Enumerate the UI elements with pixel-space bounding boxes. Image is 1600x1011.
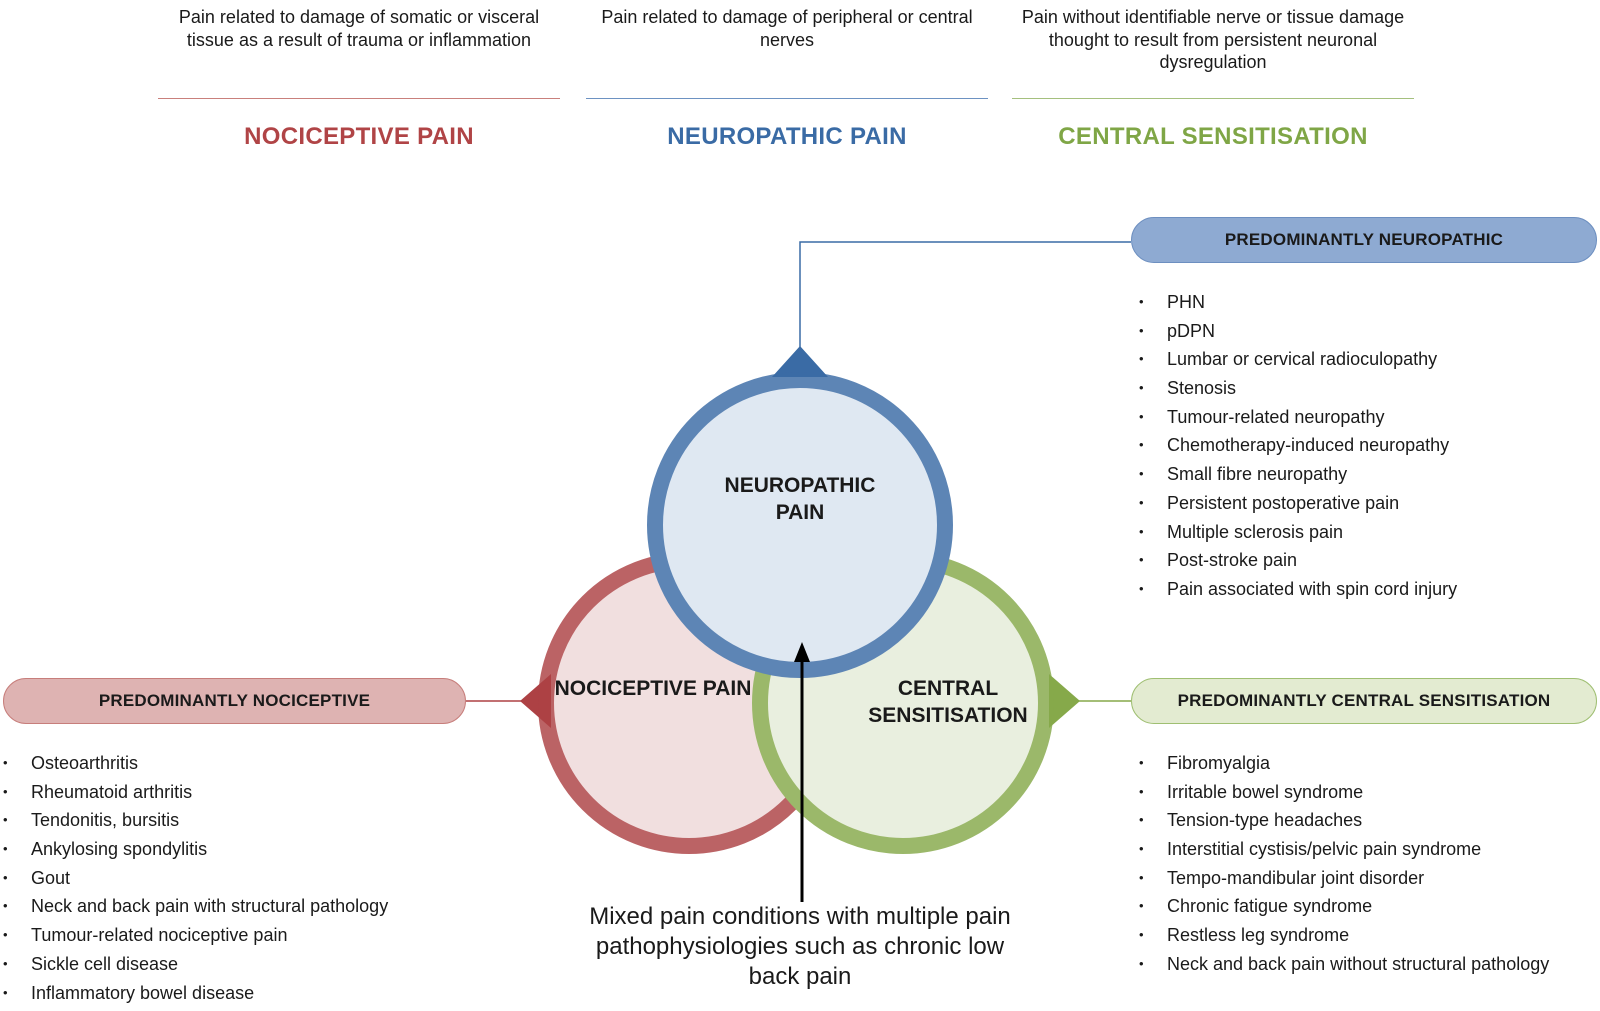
pill-title: PREDOMINANTLY NEUROPATHIC <box>1224 230 1504 249</box>
list-item: Tumour-related nociceptive pain <box>3 921 388 950</box>
pill-predominantly-neuropathic: PREDOMINANTLY NEUROPATHIC <box>1131 217 1597 263</box>
pointer-central <box>1049 674 1080 728</box>
list-item: Chemotherapy-induced neuropathy <box>1139 431 1457 460</box>
list-item: Tempo-mandibular joint disorder <box>1139 864 1549 893</box>
list-item: Ankylosing spondylitis <box>3 835 388 864</box>
list-item: Chronic fatigue syndrome <box>1139 892 1549 921</box>
mixed-pain-note: Mixed pain conditions with multiple pain… <box>589 903 1011 990</box>
pointer-neuropathic <box>772 346 828 377</box>
column-divider <box>1012 98 1414 99</box>
pill-title: PREDOMINANTLY CENTRAL SENSITISATION <box>1177 691 1551 710</box>
list-item: Irritable bowel syndrome <box>1139 778 1549 807</box>
list-item: Fibromyalgia <box>1139 749 1549 778</box>
list-item: Pain associated with spin cord injury <box>1139 575 1457 604</box>
connector-neuropathic <box>799 241 1131 348</box>
list-item: PHN <box>1139 288 1457 317</box>
list-item: pDPN <box>1139 317 1457 346</box>
column-divider <box>158 98 560 99</box>
list-item: Inflammatory bowel disease <box>3 979 388 1008</box>
list-item: Rheumatoid arthritis <box>3 778 388 807</box>
list-nociceptive: OsteoarthritisRheumatoid arthritisTendon… <box>3 749 388 1007</box>
list-item: Osteoarthritis <box>3 749 388 778</box>
list-item: Tumour-related neuropathy <box>1139 403 1457 432</box>
list-neuropathic: PHNpDPNLumbar or cervical radioculopathy… <box>1139 288 1457 604</box>
pill-predominantly-central: PREDOMINANTLY CENTRAL SENSITISATION <box>1131 678 1597 724</box>
list-item: Tendonitis, bursitis <box>3 806 388 835</box>
list-item: Stenosis <box>1139 374 1457 403</box>
circle-neuropathic <box>647 372 953 678</box>
list-item: Small fibre neuropathy <box>1139 460 1457 489</box>
pill-title: PREDOMINANTLY NOCICEPTIVE <box>98 691 371 710</box>
column-heading: NOCICEPTIVE PAIN <box>244 123 474 150</box>
list-item: Interstitial cystisis/pelvic pain syndro… <box>1139 835 1549 864</box>
column-heading: NEUROPATHIC PAIN <box>667 123 907 150</box>
list-item: Neck and back pain without structural pa… <box>1139 950 1549 979</box>
list-item: Multiple sclerosis pain <box>1139 518 1457 547</box>
pill-predominantly-nociceptive: PREDOMINANTLY NOCICEPTIVE <box>3 678 466 724</box>
column-description: Pain without identifiable nerve or tissu… <box>1021 7 1405 72</box>
list-item: Post-stroke pain <box>1139 546 1457 575</box>
column-nociceptive: Pain related to damage of somatic or vis… <box>158 6 560 151</box>
list-item: Neck and back pain with structural patho… <box>3 892 388 921</box>
circle-label-central: CENTRAL SENSITISATION <box>868 677 1028 727</box>
column-description: Pain related to damage of somatic or vis… <box>178 7 540 50</box>
list-item: Gout <box>3 864 388 893</box>
column-heading: CENTRAL SENSITISATION <box>1058 123 1368 150</box>
mixed-arrow-head <box>794 642 810 662</box>
column-neuropathic: Pain related to damage of peripheral or … <box>586 6 988 151</box>
column-central-sensitisation: Pain without identifiable nerve or tissu… <box>1012 6 1414 151</box>
list-item: Sickle cell disease <box>3 950 388 979</box>
list-item: Lumbar or cervical radioculopathy <box>1139 345 1457 374</box>
circle-label-nociceptive: NOCICEPTIVE PAIN <box>554 677 752 700</box>
column-description: Pain related to damage of peripheral or … <box>601 7 973 50</box>
list-item: Persistent postoperative pain <box>1139 489 1457 518</box>
column-divider <box>586 98 988 99</box>
list-item: Restless leg syndrome <box>1139 921 1549 950</box>
list-central: FibromyalgiaIrritable bowel syndromeTens… <box>1139 749 1549 979</box>
circle-label-neuropathic: NEUROPATHIC PAIN <box>724 474 876 524</box>
list-item: Tension-type headaches <box>1139 806 1549 835</box>
